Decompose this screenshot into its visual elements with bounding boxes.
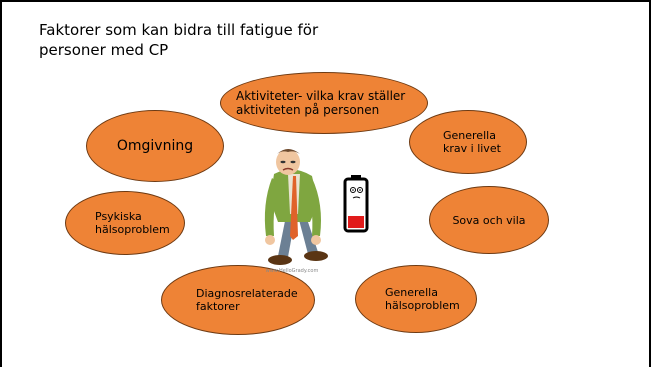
battery-level-fill <box>348 216 364 228</box>
factor-diagnos: Diagnosrelaterade faktorer <box>161 265 315 335</box>
factor-label: Omgivning <box>116 137 194 154</box>
slide-title: Faktorer som kan bidra till fatigue för … <box>39 21 319 59</box>
factor-sova: Sova och vila <box>429 186 549 254</box>
tired-person-svg: www.HelloGrady.com <box>264 149 328 274</box>
tired-person-icon: www.HelloGrady.com <box>248 144 338 278</box>
factor-label: Diagnosrelaterade faktorer <box>196 287 298 313</box>
factor-label: Psykiska hälsoproblem <box>95 210 170 236</box>
factor-psykiska: Psykiska hälsoproblem <box>65 191 185 255</box>
low-battery-icon <box>341 174 371 238</box>
factor-aktiviteter: Aktiviteter- vilka krav ställer aktivite… <box>220 72 428 134</box>
battery-svg <box>343 175 369 233</box>
factor-label: Aktiviteter- vilka krav ställer aktivite… <box>236 89 406 117</box>
factor-label: Generella hälsoproblem <box>385 286 460 312</box>
factor-generella-halsoproblem: Generella hälsoproblem <box>355 265 477 333</box>
factor-omgivning: Omgivning <box>86 110 224 182</box>
factor-label: Sova och vila <box>452 213 526 227</box>
watermark: www.HelloGrady.com <box>266 268 319 274</box>
factor-label: Generella krav i livet <box>443 129 501 155</box>
factor-generella-krav: Generella krav i livet <box>409 110 527 174</box>
